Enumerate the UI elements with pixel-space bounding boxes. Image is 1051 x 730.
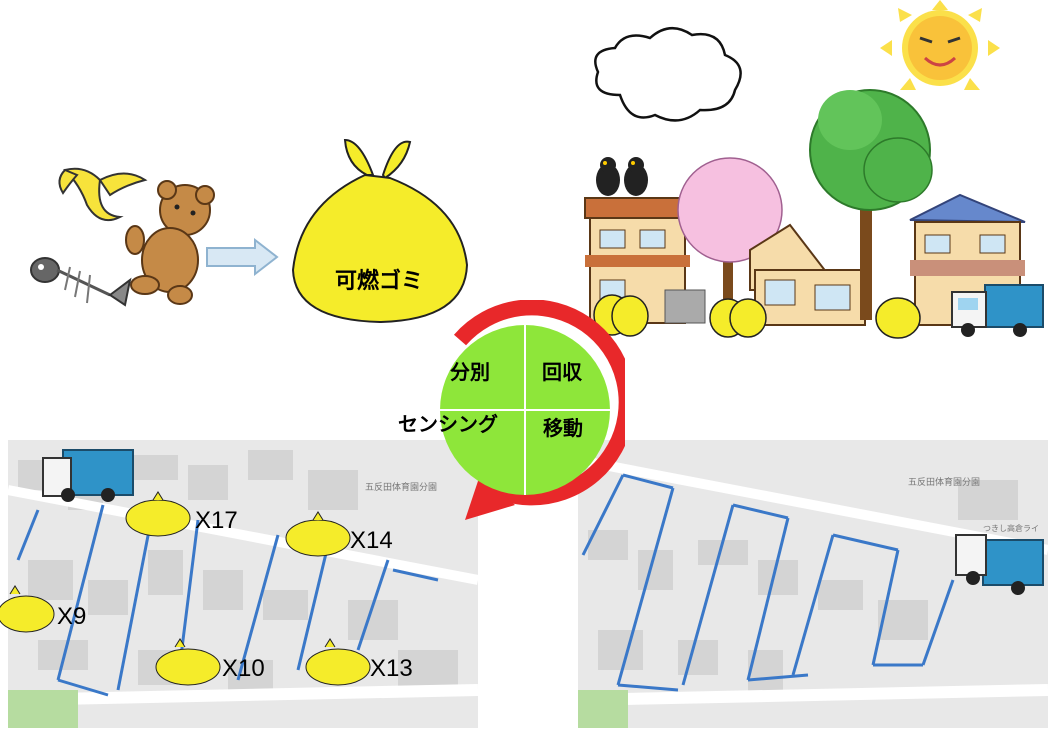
garbage-truck-icon bbox=[955, 534, 1044, 595]
count-x10: X10 bbox=[222, 655, 265, 682]
count-x13: X13 bbox=[370, 655, 413, 682]
map-park-label: 五反田体育園分園 bbox=[365, 483, 438, 493]
garbage-items-illustration bbox=[30, 167, 215, 307]
cycle-label-sensing: センシング bbox=[398, 412, 498, 436]
town-scene-illustration bbox=[584, 0, 1044, 339]
map-right bbox=[578, 440, 1048, 728]
garbage-bag-icon bbox=[285, 511, 351, 557]
cycle-label-collection: 回収 bbox=[542, 360, 582, 384]
right-arrow-icon bbox=[206, 238, 279, 276]
cycle-arrowhead bbox=[465, 475, 515, 520]
map-park-label-right: 五反田体育園分園 bbox=[908, 478, 981, 488]
house-icon bbox=[584, 197, 706, 324]
count-x9: X9 bbox=[57, 603, 87, 630]
garbage-truck-icon bbox=[951, 284, 1044, 337]
garbage-truck-icon bbox=[42, 449, 134, 502]
garbage-bag-icon bbox=[155, 638, 221, 686]
cherry-blossom-tree-icon bbox=[677, 157, 783, 300]
map-station-label: つきし高倉ライ bbox=[983, 524, 1039, 533]
garbage-bag-icon bbox=[0, 585, 55, 633]
map-left bbox=[8, 440, 478, 728]
burnable-garbage-bag-icon bbox=[291, 138, 469, 324]
cycle-label-movement: 移動 bbox=[543, 416, 583, 440]
small-garbage-bag-icon bbox=[593, 294, 921, 339]
count-x14: X14 bbox=[350, 527, 393, 554]
sun-icon bbox=[880, 0, 1000, 90]
cycle-diagram bbox=[440, 300, 625, 520]
teddy-bear-icon bbox=[125, 180, 215, 305]
garbage-bag-icon bbox=[125, 491, 191, 537]
crow-icon bbox=[596, 157, 648, 196]
green-tree-icon bbox=[809, 89, 933, 320]
fish-bone-icon bbox=[30, 257, 132, 307]
cloud-icon bbox=[594, 27, 742, 122]
count-x17: X17 bbox=[195, 507, 238, 534]
banana-peel-icon bbox=[58, 167, 148, 221]
garbage-bag-label: 可燃ゴミ bbox=[335, 269, 424, 294]
cycle-label-sorting: 分別 bbox=[450, 360, 490, 384]
garbage-bag-icon bbox=[305, 638, 371, 686]
house-icon bbox=[749, 223, 866, 326]
